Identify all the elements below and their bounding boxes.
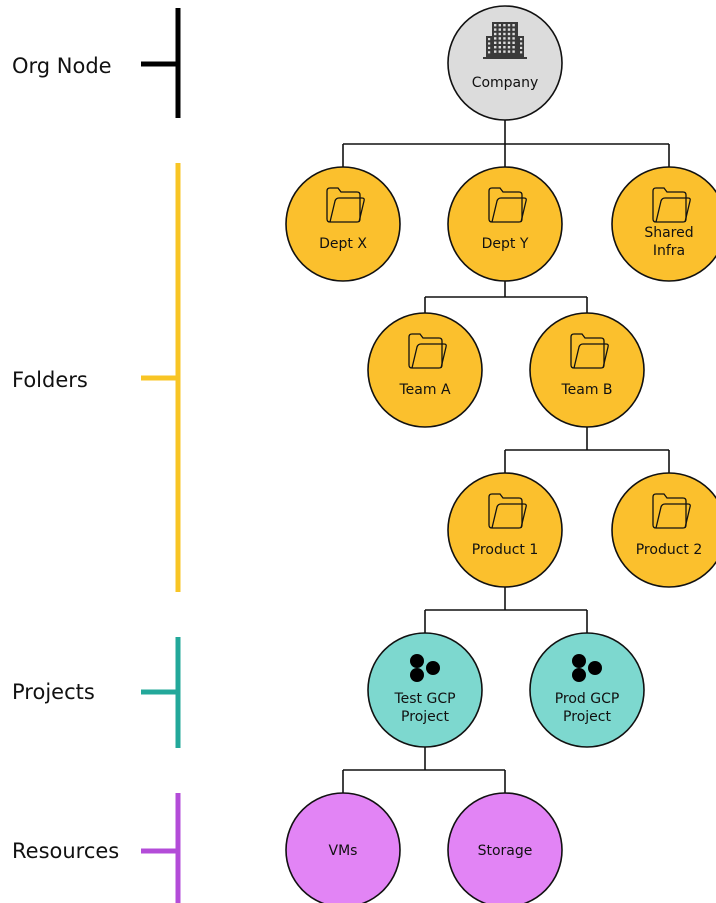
node-label: Team A [398,382,450,398]
node-circle [611,472,716,588]
node-circle [285,166,401,282]
tree-edges [342,120,670,793]
node-dept-x: Dept X [285,166,401,282]
node-label: Project [401,709,449,725]
level-label-projects: Projects [12,680,95,704]
level-brackets [141,8,181,903]
edges-from-product-1 [424,587,588,633]
node-product-1: Product 1 [447,472,563,588]
node-label: Product 1 [472,542,539,558]
node-test-gcp-project: Test GCP Project [367,632,483,748]
node-label: VMs [329,843,358,859]
node-vms: VMs [285,792,401,903]
folder-icon [652,493,691,529]
node-circle [367,632,483,748]
node-circle [285,792,401,903]
node-team-a: Team A [367,312,483,428]
node-label: Storage [478,843,533,859]
node-label: Infra [653,243,685,259]
node-label: Team B [560,382,612,398]
node-label: Company [472,75,539,91]
node-circle [611,166,716,282]
node-dept-y: Dept Y [447,166,563,282]
node-label: Shared [644,225,693,241]
node-label: Project [563,709,611,725]
bracket-resources [141,793,181,903]
edges-from-test-gcp-project [342,747,506,793]
folder-icon [488,187,527,223]
node-circle [529,312,645,428]
node-company: Company [447,5,563,121]
node-storage: Storage [447,792,563,903]
level-labels: Org Node Folders Projects Resources [12,54,119,863]
node-label: Prod GCP [555,691,620,707]
node-circle [367,312,483,428]
folder-icon [488,493,527,529]
node-prod-gcp-project: Prod GCP Project [529,632,645,748]
node-team-b: Team B [529,312,645,428]
dots-icon [410,654,440,682]
folder-icon [408,333,447,369]
edges-from-dept-y [424,281,588,313]
level-label-folders: Folders [12,368,88,392]
folder-icon [652,187,691,223]
edges-from-company [342,120,670,167]
bracket-org [141,8,181,118]
node-label: Test GCP [393,691,455,707]
node-circle [529,632,645,748]
folder-icon [326,187,365,223]
node-label: Dept X [319,236,367,252]
folder-icon [570,333,609,369]
node-circle [447,166,563,282]
level-label-org: Org Node [12,54,112,78]
edges-from-team-b [504,427,670,473]
node-label: Dept Y [482,236,529,252]
level-label-resources: Resources [12,839,119,863]
dots-icon [572,654,602,682]
bracket-projects [141,637,181,748]
building-icon [483,22,527,59]
node-circle [447,792,563,903]
node-label: Product 2 [636,542,703,558]
node-product-2: Product 2 [611,472,716,588]
node-circle [447,472,563,588]
bracket-folders [141,163,181,592]
node-circle [447,5,563,121]
